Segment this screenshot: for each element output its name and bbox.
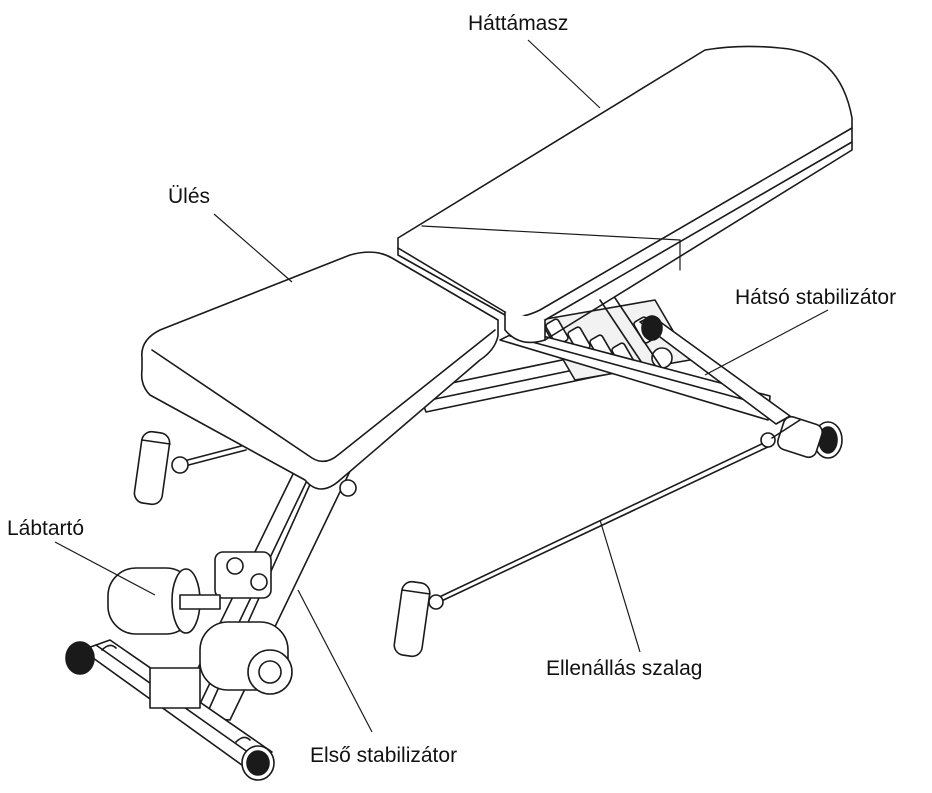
leader-seat (213, 213, 293, 283)
rear-foot-cap-right (777, 415, 843, 459)
foot-pad-right (199, 621, 293, 695)
seat-pad (140, 251, 499, 497)
right-band (393, 419, 801, 658)
backrest-pad (397, 45, 853, 344)
left-band-handle (133, 430, 171, 506)
rear-stabilizer (499, 315, 843, 459)
leader-resistance-band (599, 519, 641, 653)
label-rear-stabilizer: Hátsó stabilizátor (735, 286, 897, 309)
front-foot-cap-left (65, 641, 117, 675)
label-foot-holder: Lábtartó (7, 517, 85, 540)
label-resistance-band: Ellenállás szalag (546, 657, 703, 680)
foot-holder (107, 551, 293, 695)
foot-pad-left (107, 567, 221, 635)
left-band (133, 430, 247, 506)
rear-foot-cap-left (641, 315, 663, 341)
front-foot-cap-right (235, 736, 275, 781)
leader-rear-stabilizer (704, 309, 829, 376)
label-seat: Ülés (168, 185, 211, 208)
label-backrest: Háttámasz (468, 12, 569, 35)
front-stabilizer (65, 639, 275, 781)
label-front-stabilizer: Első stabilizátor (310, 744, 458, 767)
leader-foot-holder (54, 541, 156, 596)
right-band-handle (393, 580, 431, 658)
leader-front-stabilizer (297, 589, 373, 733)
leader-backrest (527, 39, 601, 109)
